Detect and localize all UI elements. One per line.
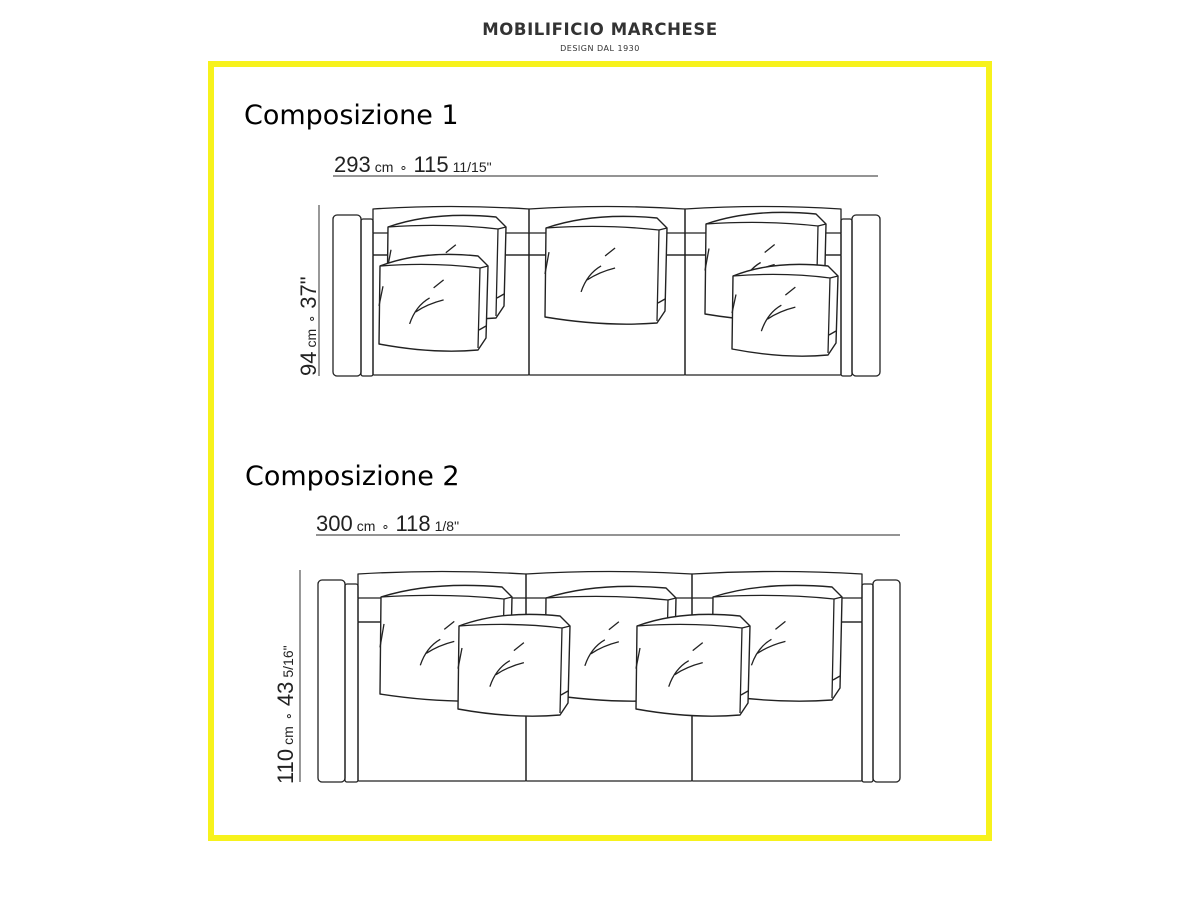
cushion-edge [560, 625, 571, 696]
cushion-edge [732, 273, 831, 354]
cushion-edge [379, 263, 481, 349]
cushion [731, 263, 839, 357]
cushion-edge [458, 623, 563, 714]
cushion-edge [545, 225, 660, 322]
crease-mark [544, 247, 616, 293]
cushion-edge [828, 275, 839, 336]
brand-logo: MOBILIFICIO MARCHESE DESIGN DAL 1930 [482, 20, 717, 53]
cushion-edge [636, 623, 743, 714]
cushion-edge [740, 625, 751, 696]
sofa-plan-view [332, 205, 881, 377]
crease-mark [379, 620, 455, 666]
right-arm-outer [872, 579, 901, 783]
left-arm-outer [317, 579, 346, 783]
cushion-edge [712, 594, 835, 699]
crease-mark [378, 279, 445, 325]
brand-name: MOBILIFICIO MARCHESE [482, 20, 717, 39]
backrest-module [525, 570, 693, 598]
left-arm-inner [360, 218, 374, 377]
cushion [378, 253, 489, 352]
cushion-edge [832, 596, 843, 681]
crease-mark [711, 620, 786, 666]
composition-title: Composizione 1 [244, 100, 459, 131]
backrest-module [684, 205, 842, 233]
crease-mark [635, 642, 704, 687]
right-arm-inner [861, 583, 874, 783]
backrest-module [528, 205, 686, 233]
sofa-plan-view [317, 570, 901, 783]
cushion-edge [705, 221, 819, 319]
backrest-module [357, 570, 527, 598]
cushion-edge [496, 226, 507, 299]
crease-mark [457, 642, 525, 687]
cushion-edge [545, 595, 669, 699]
left-arm-outer [332, 214, 362, 377]
cushion [635, 613, 751, 717]
crease-mark [731, 286, 796, 332]
depth-dimension-label: 94cm∘37" [296, 276, 321, 376]
composition-title: Composizione 2 [245, 461, 460, 492]
right-arm-outer [851, 214, 881, 377]
backrest-module [372, 205, 530, 233]
cushion-edge [478, 265, 489, 331]
backrest-module [691, 570, 863, 598]
brand-tagline: DESIGN DAL 1930 [560, 44, 640, 53]
depth-dimension-label: 110cm∘435/16" [273, 645, 298, 784]
cushion-edge [657, 227, 668, 304]
cushion [544, 215, 668, 325]
crease-mark [544, 621, 620, 667]
highlight-frame [208, 61, 992, 841]
right-arm-inner [840, 218, 853, 377]
cushion-edge [387, 224, 499, 317]
cushion-edge [380, 594, 505, 699]
left-arm-inner [344, 583, 359, 783]
cushion [457, 613, 571, 717]
